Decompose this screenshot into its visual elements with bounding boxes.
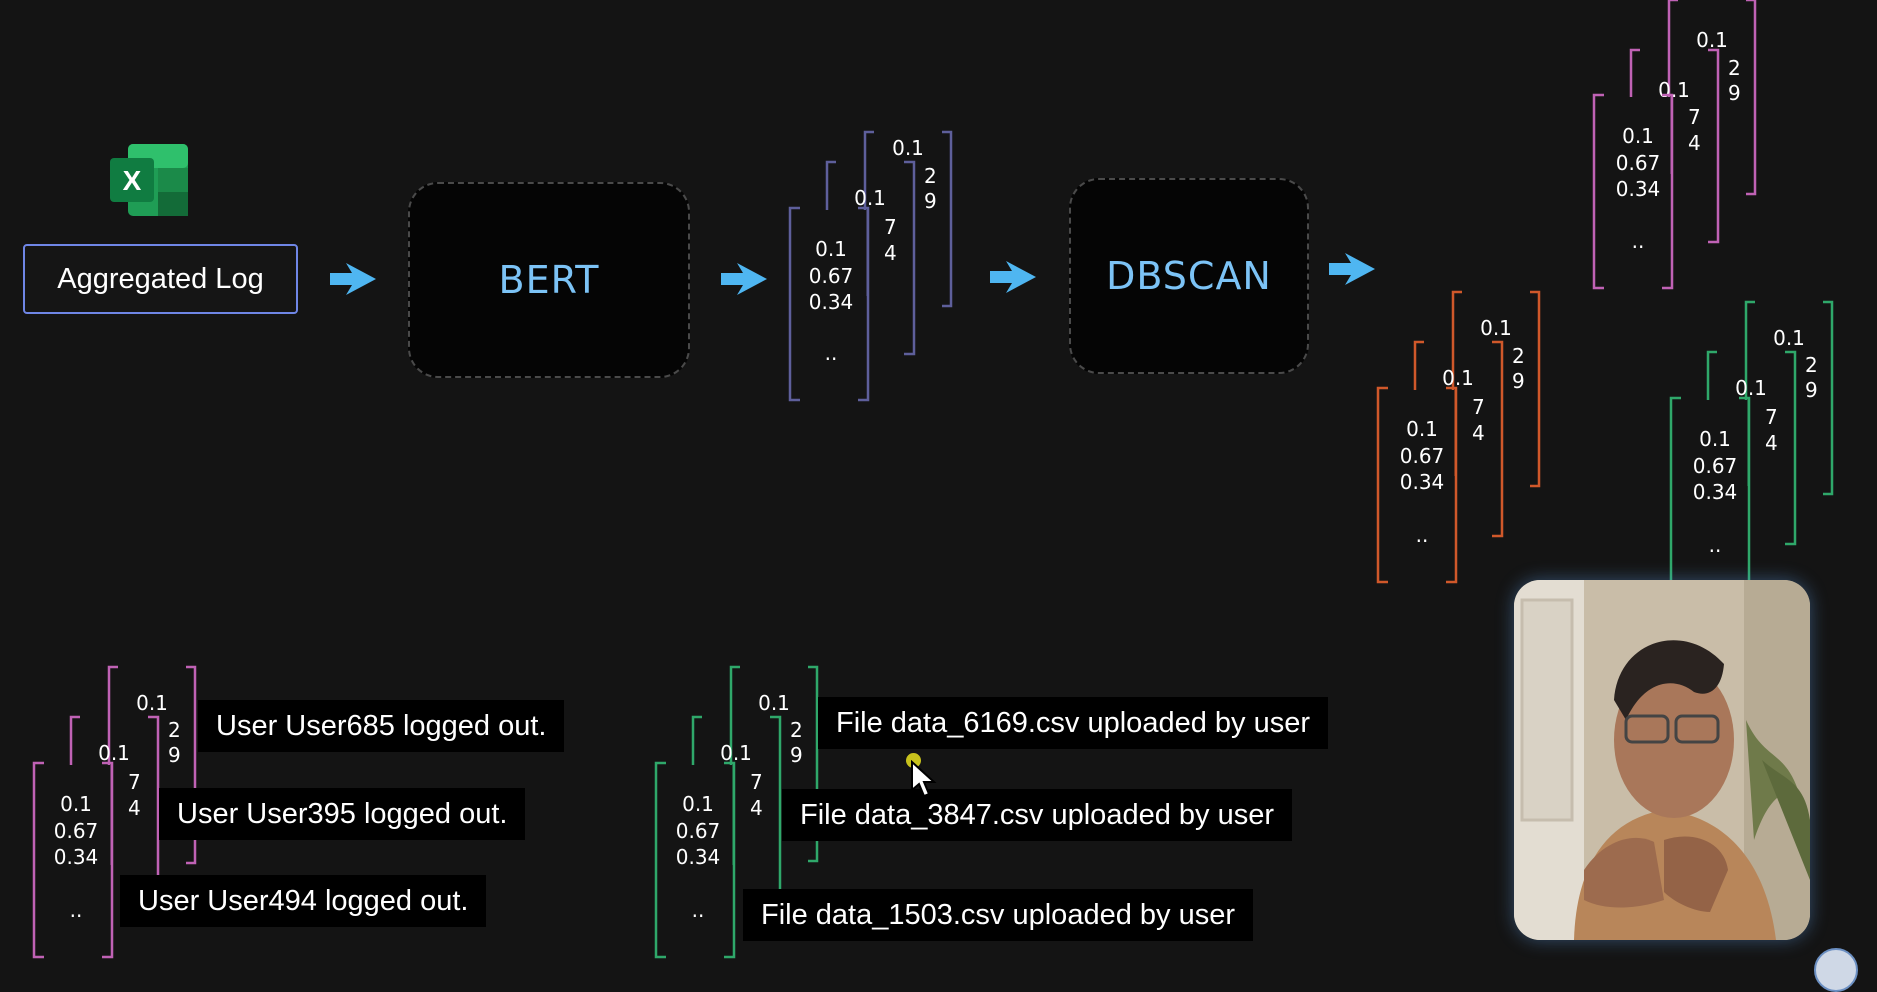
vector-value: 7 bbox=[1688, 105, 1701, 129]
arrow-right-icon bbox=[721, 263, 767, 295]
mouse-pointer-icon bbox=[911, 760, 937, 798]
vector-value: 4 bbox=[1688, 131, 1701, 155]
upload-vector-stack: 0.1 2 9 0.1 7 4 0.1 0.67 0.34 .. bbox=[654, 665, 819, 959]
vector-value: 7 bbox=[750, 770, 763, 794]
log-message-label: File data_3847.csv uploaded by user bbox=[782, 789, 1292, 841]
vector-value: 0.67 bbox=[809, 264, 854, 288]
vector-value: 7 bbox=[128, 770, 141, 794]
vector-value: 0.1 bbox=[682, 792, 714, 816]
vector-value: 4 bbox=[128, 796, 141, 820]
vector-value: 0.34 bbox=[1616, 177, 1661, 201]
dbscan-model-box: DBSCAN bbox=[1069, 178, 1309, 374]
vector-value: 4 bbox=[884, 241, 897, 265]
vector-value: 9 bbox=[168, 743, 181, 767]
vector-value: 9 bbox=[790, 743, 803, 767]
vector-value: 0.67 bbox=[54, 819, 99, 843]
vector-value: 0.67 bbox=[676, 819, 721, 843]
vector-value: 0.1 bbox=[758, 691, 790, 715]
dbscan-label: DBSCAN bbox=[1106, 254, 1272, 298]
vector-value: 0.1 bbox=[1442, 366, 1474, 390]
logout-vector-stack: 0.1 2 9 0.1 7 4 0.1 0.67 0.34 .. bbox=[32, 665, 197, 959]
vector-value: .. bbox=[1416, 523, 1429, 547]
vector-value: 0.34 bbox=[1693, 480, 1738, 504]
vector-value: 0.67 bbox=[1400, 444, 1445, 468]
vector-value: 2 bbox=[168, 718, 181, 742]
vector-value: 0.67 bbox=[1693, 454, 1738, 478]
vector-value: 0.34 bbox=[809, 290, 854, 314]
vector-value: 9 bbox=[924, 189, 937, 213]
vector-value: 4 bbox=[1472, 421, 1485, 445]
vector-value: .. bbox=[1632, 229, 1645, 253]
embedding-vector-stack: 0.1 2 9 0.1 7 4 0.1 0.67 0.34 .. bbox=[788, 130, 953, 402]
vector-value: 2 bbox=[924, 164, 937, 188]
aggregated-log-label: Aggregated Log bbox=[57, 262, 264, 295]
arrow-right-icon bbox=[990, 261, 1036, 293]
arrow-right-icon bbox=[1329, 253, 1375, 285]
vector-value: 0.1 bbox=[1622, 124, 1654, 148]
vector-value: 2 bbox=[1728, 56, 1741, 80]
cluster-stack-green: 0.1 2 9 0.1 7 4 0.1 0.67 0.34 .. bbox=[1669, 300, 1834, 580]
vector-value: 0.1 bbox=[854, 186, 886, 210]
vector-value: 7 bbox=[1765, 405, 1778, 429]
vector-value: 0.1 bbox=[98, 741, 130, 765]
log-message-label: User User685 logged out. bbox=[198, 700, 565, 752]
vector-value: 9 bbox=[1805, 378, 1818, 402]
vector-value: 0.1 bbox=[720, 741, 752, 765]
aggregated-log-box: Aggregated Log bbox=[23, 244, 298, 314]
vector-value: .. bbox=[825, 341, 838, 365]
bert-label: BERT bbox=[498, 258, 600, 302]
vector-value: 9 bbox=[1512, 369, 1525, 393]
vector-value: 0.1 bbox=[1696, 28, 1728, 52]
log-message-label: User User395 logged out. bbox=[159, 788, 526, 840]
vector-value: 0.1 bbox=[1735, 376, 1767, 400]
cluster-stack-purple: 0.1 2 9 0.1 7 4 0.1 0.67 0.34 .. bbox=[1592, 0, 1757, 290]
log-message-label: File data_1503.csv uploaded by user bbox=[743, 889, 1253, 941]
vector-value: 0.1 bbox=[1480, 316, 1512, 340]
cluster-stack-orange: 0.1 2 9 0.1 7 4 0.1 0.67 0.34 .. bbox=[1376, 290, 1541, 584]
vector-value: 0.1 bbox=[136, 691, 168, 715]
vector-value: .. bbox=[1709, 533, 1722, 557]
log-message-label: User User494 logged out. bbox=[120, 875, 487, 927]
vector-value: 7 bbox=[1472, 395, 1485, 419]
vector-value: 0.34 bbox=[54, 845, 99, 869]
excel-icon: X bbox=[110, 144, 188, 216]
log-message-label: File data_6169.csv uploaded by user bbox=[818, 697, 1328, 749]
vector-value: 0.1 bbox=[1773, 326, 1805, 350]
presenter-webcam bbox=[1514, 580, 1810, 940]
vector-front bbox=[788, 206, 870, 402]
vector-value: 0.1 bbox=[1406, 417, 1438, 441]
vector-value: .. bbox=[692, 898, 705, 922]
vector-value: 0.1 bbox=[892, 136, 924, 160]
vector-value: 0.1 bbox=[815, 237, 847, 261]
vector-value: 4 bbox=[750, 796, 763, 820]
vector-value: 7 bbox=[884, 215, 897, 239]
vector-value: 0.34 bbox=[676, 845, 721, 869]
vector-value: 2 bbox=[790, 718, 803, 742]
channel-logo-badge bbox=[1814, 948, 1858, 992]
vector-value: 2 bbox=[1805, 353, 1818, 377]
vector-value: .. bbox=[70, 898, 83, 922]
bert-model-box: BERT bbox=[408, 182, 690, 378]
vector-value: 0.1 bbox=[1699, 427, 1731, 451]
excel-letter: X bbox=[123, 165, 142, 196]
vector-value: 9 bbox=[1728, 81, 1741, 105]
vector-value: 2 bbox=[1512, 344, 1525, 368]
vector-value: 0.67 bbox=[1616, 151, 1661, 175]
cursor-highlight bbox=[906, 753, 921, 768]
vector-value: 0.1 bbox=[60, 792, 92, 816]
vector-value: 4 bbox=[1765, 431, 1778, 455]
arrow-right-icon bbox=[330, 263, 376, 295]
vector-value: 0.34 bbox=[1400, 470, 1445, 494]
